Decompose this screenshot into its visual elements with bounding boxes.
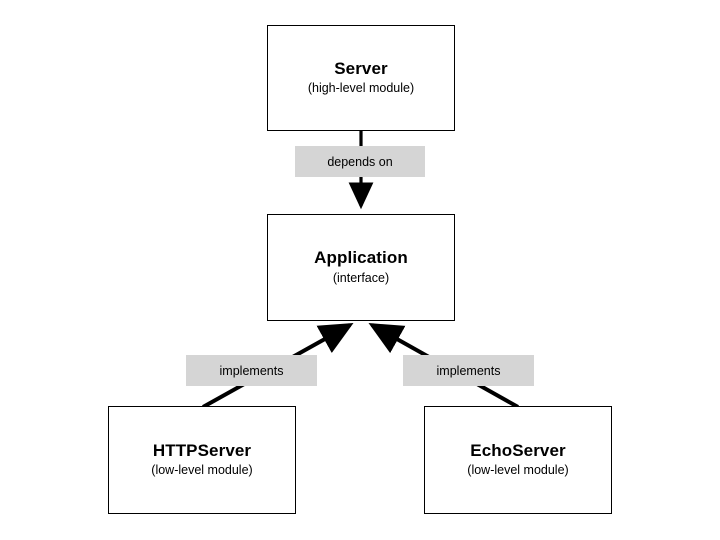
- edge-label-implements-httpserver: implements: [186, 355, 317, 386]
- node-httpserver-subtitle: (low-level module): [151, 463, 253, 478]
- node-application-title: Application: [314, 248, 408, 268]
- node-server-subtitle: (high-level module): [307, 81, 415, 96]
- node-echoserver-title: EchoServer: [470, 440, 566, 460]
- edge-label-depends-on: depends on: [295, 146, 425, 177]
- node-server-title: Server: [334, 58, 388, 78]
- node-httpserver-title: HTTPServer: [152, 440, 252, 460]
- node-httpserver[interactable]: HTTPServer (low-level module): [108, 406, 296, 514]
- node-echoserver-subtitle: (low-level module): [467, 463, 569, 478]
- node-echoserver[interactable]: EchoServer (low-level module): [424, 406, 612, 514]
- node-application-subtitle: (interface): [332, 270, 390, 285]
- node-application[interactable]: Application (interface): [267, 214, 455, 321]
- edge-label-implements-echoserver: implements: [403, 355, 534, 386]
- node-server[interactable]: Server (high-level module): [267, 25, 455, 131]
